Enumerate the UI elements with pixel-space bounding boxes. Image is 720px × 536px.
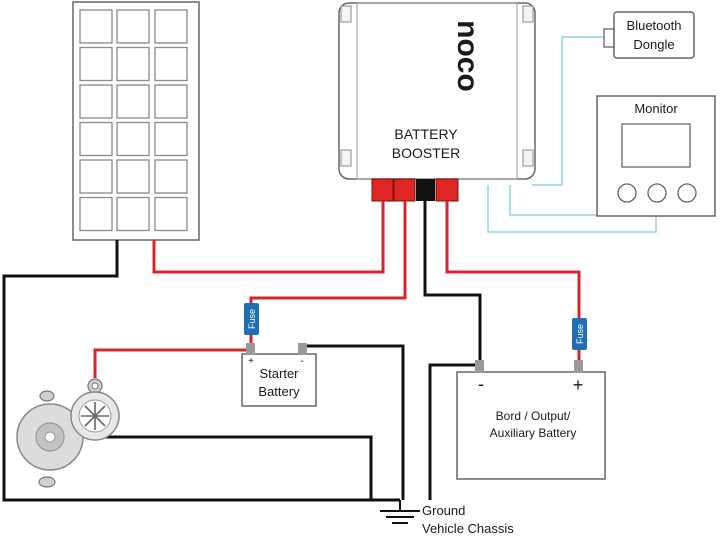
solar-cell	[116, 121, 150, 157]
booster-label-line1: BATTERY	[394, 126, 458, 142]
solar-cell	[116, 196, 150, 232]
fuse-icon	[244, 303, 259, 335]
chassis-label: Vehicle Chassis	[422, 521, 514, 536]
solar-cell	[79, 46, 113, 82]
alternator-shaft	[44, 431, 56, 443]
aux-positive-wire	[445, 201, 581, 320]
ground-chassis: Ground Vehicle Chassis	[380, 500, 514, 536]
monitor-button-icon	[677, 183, 697, 203]
aux-minus-sign: -	[478, 374, 484, 394]
monitor: Monitor	[596, 95, 716, 217]
solar-cell	[79, 9, 113, 44]
alternator-positive-wire	[93, 348, 246, 378]
solar-cell	[116, 84, 150, 119]
starter-label-line2: Battery	[258, 384, 300, 399]
solar-cell	[79, 196, 113, 232]
terminal-icon	[246, 343, 255, 355]
mount-hole-icon	[340, 149, 352, 167]
booster-terminal-output	[435, 178, 459, 202]
data-cables	[487, 36, 657, 233]
bluetooth-dongle: Bluetooth Dongle	[603, 11, 695, 59]
solar-positive-wire	[152, 201, 385, 274]
alternator	[16, 378, 120, 488]
starter-plus-sign: +	[248, 356, 254, 367]
solar-cell	[116, 46, 150, 82]
monitor-screen	[621, 123, 691, 168]
aux-label-line2: Auxiliary Battery	[490, 426, 577, 440]
aux-battery-body	[456, 371, 606, 480]
alternator-foot	[38, 476, 56, 488]
monitor-cable-bottom	[487, 185, 657, 233]
fan-blades-icon	[81, 402, 109, 430]
starter-label-line1: Starter	[259, 366, 299, 381]
booster-ground-wire	[423, 201, 482, 361]
dongle-plug	[603, 28, 615, 48]
starter-battery-body	[241, 353, 317, 407]
starter-battery: + - Starter Battery	[241, 343, 317, 407]
terminal-icon	[475, 360, 484, 373]
solar-cells	[79, 9, 188, 232]
monitor-button-icon	[647, 183, 667, 203]
auxiliary-battery: - + Bord / Output/ Auxiliary Battery	[456, 360, 606, 480]
starter-fuse: Fuse	[244, 303, 259, 335]
bluetooth-cable	[532, 36, 606, 186]
terminal-icon	[298, 343, 307, 355]
starter-minus-sign: -	[300, 356, 303, 367]
booster-label-line2: BOOSTER	[392, 145, 460, 161]
booster-terminal-solar	[371, 178, 394, 202]
ground-label: Ground	[422, 503, 465, 518]
solar-cell	[116, 9, 150, 44]
fuse-label: Fuse	[247, 309, 257, 329]
fuse-icon	[572, 318, 587, 350]
solar-cell	[154, 46, 188, 82]
dongle-body	[613, 11, 695, 59]
solar-cell	[79, 121, 113, 157]
booster-terminal-input	[393, 178, 416, 202]
alternator-top-lug	[39, 390, 55, 402]
mount-hole-icon	[522, 149, 534, 167]
solar-cell	[154, 196, 188, 232]
booster-terminal-ground	[416, 179, 435, 201]
aux-negative-wire	[428, 363, 478, 500]
aux-plus-sign: +	[573, 375, 584, 395]
starter-negative-wire	[300, 344, 405, 500]
negative-wires	[2, 201, 482, 502]
solar-cell	[154, 84, 188, 119]
alternator-ground-wire	[98, 435, 373, 500]
noco-logo: noco	[451, 20, 484, 92]
solar-cell	[154, 9, 188, 44]
fuse-label: Fuse	[575, 324, 585, 344]
solar-cell	[154, 159, 188, 194]
solar-cell	[154, 121, 188, 157]
aux-fuse: Fuse	[572, 318, 587, 350]
monitor-title: Monitor	[634, 101, 678, 116]
battery-booster: noco BATTERY BOOSTER	[338, 2, 536, 202]
dongle-label-line2: Dongle	[633, 37, 674, 52]
alternator-terminal-hole	[91, 382, 99, 390]
monitor-button-icon	[617, 183, 637, 203]
solar-negative-wire	[2, 240, 400, 502]
terminal-icon	[574, 360, 583, 373]
solar-cell	[116, 159, 150, 194]
solar-panel	[72, 1, 200, 241]
aux-label-line1: Bord / Output/	[496, 409, 571, 423]
solar-cell	[79, 159, 113, 194]
mount-hole-icon	[522, 5, 534, 23]
mount-hole-icon	[340, 5, 352, 23]
dongle-label-line1: Bluetooth	[627, 18, 682, 33]
monitor-cable-top	[509, 185, 597, 216]
solar-cell	[79, 84, 113, 119]
